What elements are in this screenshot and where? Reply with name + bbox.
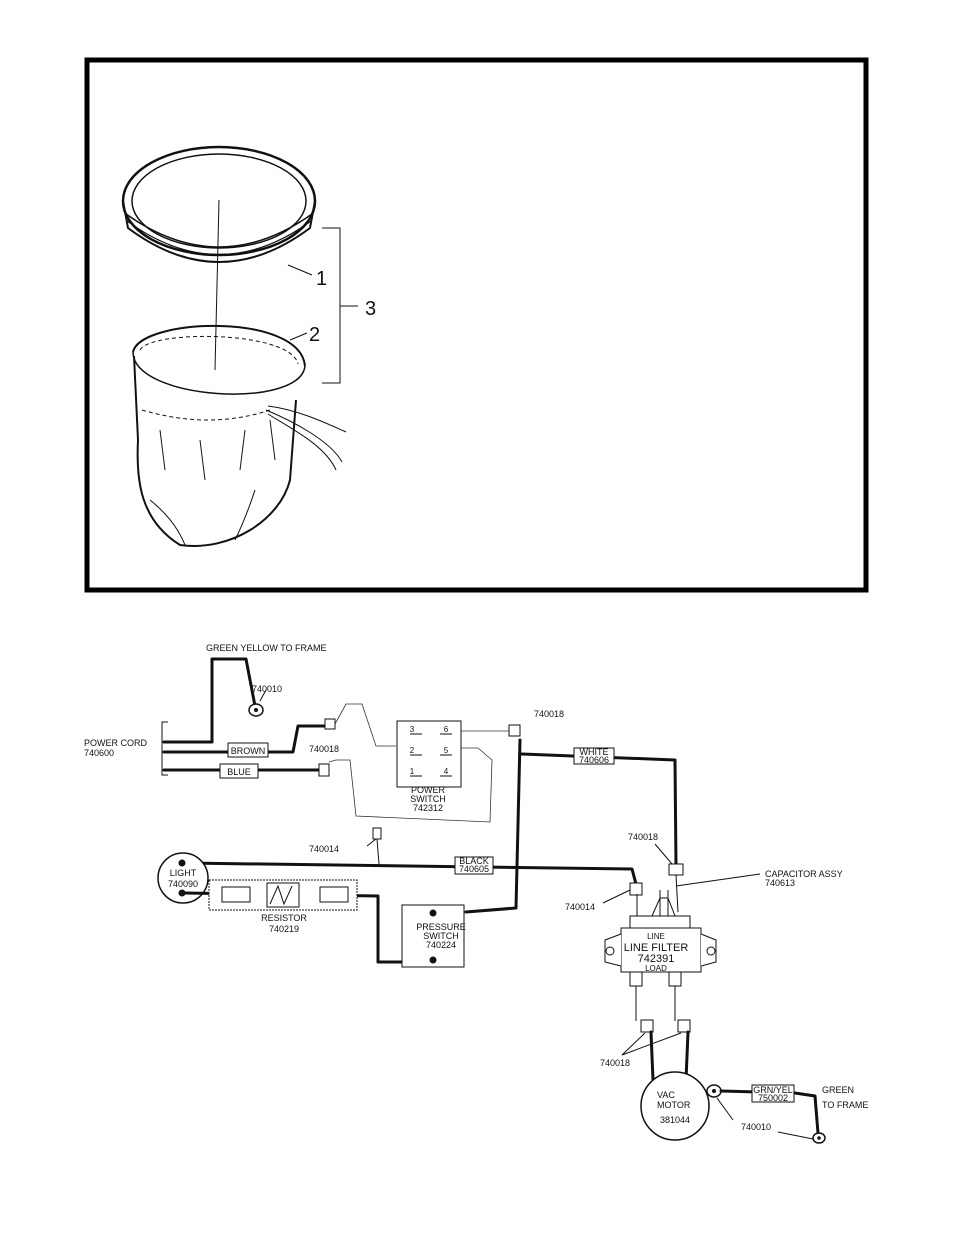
- connector-top-right-label: 740018: [534, 709, 564, 719]
- vac-motor-part: 381044: [660, 1115, 690, 1125]
- pressure-switch-label-2: SWITCH: [423, 931, 459, 941]
- ground-terminal-top-label: 740010: [252, 684, 282, 694]
- power-switch-label: POWER: [411, 785, 446, 795]
- connector-left-label: 740018: [309, 744, 339, 754]
- green-yellow-frame-label: GREEN YELLOW TO FRAME: [206, 643, 327, 653]
- resistor-part: 740219: [269, 924, 299, 934]
- switch-pin-5: 5: [444, 746, 449, 755]
- switch-pin-4: 4: [444, 767, 449, 776]
- power-switch-label-2: SWITCH: [410, 794, 446, 804]
- connector-740018-bottom-label: 740018: [600, 1058, 630, 1068]
- power-switch-part: 742312: [413, 803, 443, 813]
- leader-1: [287, 264, 313, 276]
- connector-740018-bottom-left: [640, 1019, 654, 1033]
- connector-740014-top-label: 740014: [309, 844, 339, 854]
- callout-3: 3: [365, 298, 376, 320]
- motor-wire-left: [649, 1030, 655, 1082]
- connector-740018-left-top: [324, 718, 336, 730]
- motor-wire-right: [684, 1030, 690, 1082]
- blue-label-box: [219, 763, 259, 779]
- white-wire-label: WHITE: [580, 747, 609, 757]
- switch-pin-6: 6: [444, 725, 449, 734]
- connector-740018-bottom-right: [677, 1019, 691, 1033]
- capacitor-label: CAPACITOR ASSY: [765, 869, 843, 879]
- connector-740014-right-label: 740014: [565, 902, 595, 912]
- switch-pin-1: 1: [410, 767, 415, 776]
- line-filter-part: 742391: [638, 953, 675, 965]
- line-filter-load: LOAD: [645, 964, 667, 973]
- ground-wire: [162, 657, 257, 744]
- filter-bag: [132, 325, 306, 547]
- power-switch-body: [396, 720, 462, 788]
- blue-label: BLUE: [227, 767, 251, 777]
- power-cord-bracket: [161, 721, 168, 776]
- white-wire-part: 740606: [579, 755, 609, 765]
- vac-motor-label-2: MOTOR: [657, 1100, 691, 1110]
- pressure-switch-part: 740224: [426, 940, 456, 950]
- resistor-label: RESISTOR: [261, 913, 307, 923]
- switch-pin-2: 2: [410, 746, 415, 755]
- bag-ring: [121, 145, 317, 263]
- brown-label: BROWN: [231, 746, 266, 756]
- line-filter-name: LINE FILTER: [624, 942, 689, 954]
- bracket-3: [322, 227, 341, 384]
- connector-740018-right-label: 740018: [628, 832, 658, 842]
- power-cord-part: 740600: [84, 748, 114, 758]
- leader-2: [289, 332, 308, 341]
- drawstring: [265, 409, 343, 463]
- connector-740014-right: [629, 882, 643, 896]
- capacitor-part: 740613: [765, 878, 795, 888]
- black-label-box: [454, 856, 494, 875]
- connector-740014-top: [372, 827, 382, 840]
- callout-1: 1: [316, 268, 327, 290]
- line-filter-line: LINE: [647, 932, 665, 941]
- wiring-diagram: [157, 657, 826, 1144]
- connector-740018-left-bottom: [318, 763, 330, 777]
- grn-yel-part: 750002: [758, 1093, 788, 1103]
- black-wire: [183, 861, 638, 886]
- power-cord-label: POWER CORD: [84, 738, 148, 748]
- light-body: [157, 852, 209, 904]
- light-label: LIGHT: [170, 868, 197, 878]
- white-label-box: [573, 747, 615, 765]
- green-to-frame-label: GREEN: [822, 1085, 854, 1095]
- grn-yel-label: GRN/YEL: [753, 1085, 793, 1095]
- vac-motor-body: [640, 1071, 710, 1141]
- figure-frame: [84, 57, 869, 593]
- connector-740018-top-right: [508, 724, 521, 737]
- grn-yel-label-box: [751, 1084, 795, 1103]
- green-to-frame-label-2: TO FRAME: [822, 1100, 868, 1110]
- brown-label-box: [227, 742, 269, 758]
- pressure-switch-wire: [464, 738, 522, 914]
- ground-terminal-bottom-label: 740010: [741, 1122, 771, 1132]
- white-wire: [520, 752, 678, 868]
- vac-motor-label: VAC: [657, 1090, 675, 1100]
- black-wire-label: BLACK: [459, 856, 489, 866]
- light-part: 740090: [168, 879, 198, 889]
- capacitor-leads: [659, 890, 669, 917]
- switch-pin-3: 3: [410, 725, 415, 734]
- connector-740018-right: [668, 863, 684, 876]
- pressure-switch-label: PRESSURE: [416, 922, 466, 932]
- black-wire-part: 740605: [459, 864, 489, 874]
- capacitor-body: [651, 897, 676, 917]
- callout-2: 2: [309, 324, 320, 346]
- alignment-line: [214, 199, 220, 371]
